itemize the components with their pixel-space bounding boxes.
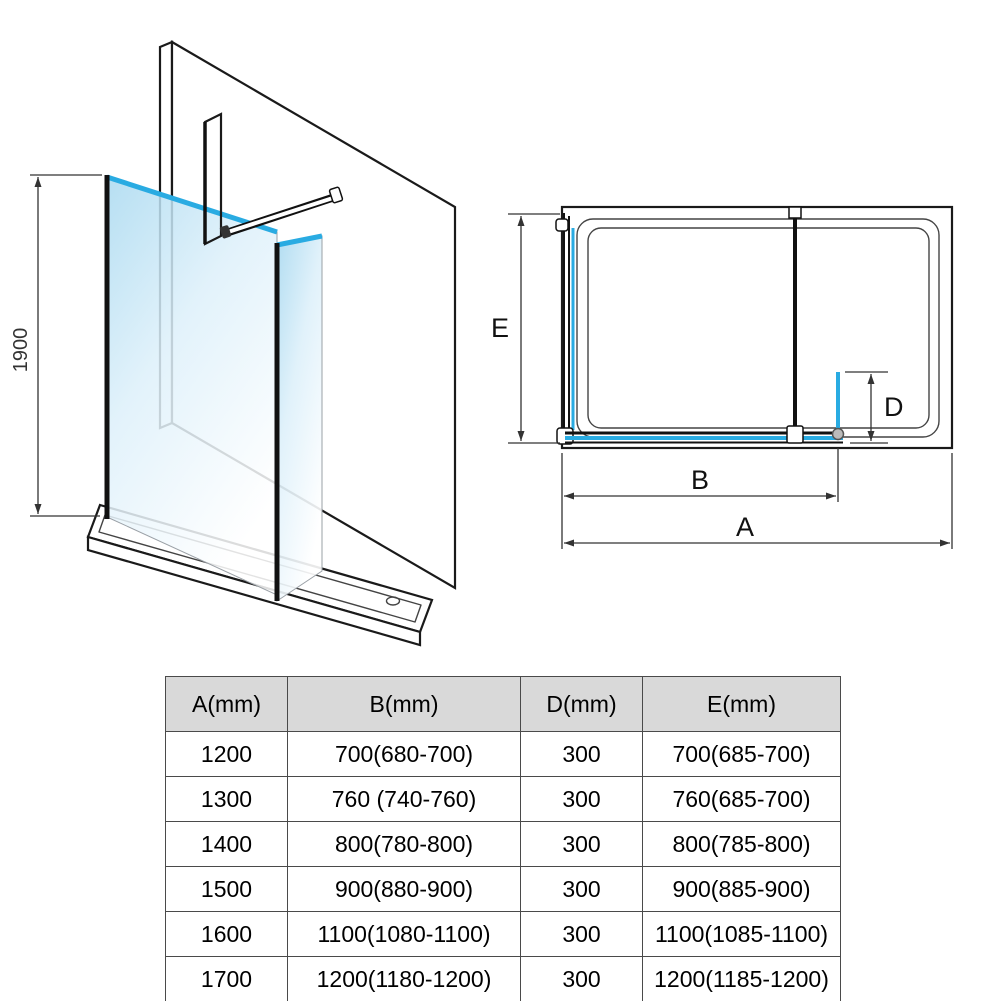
return-panel-top-edge bbox=[276, 233, 323, 248]
dim-d-label: D bbox=[884, 392, 904, 422]
isometric-view: 1900 bbox=[10, 40, 457, 647]
dim-b-label: B bbox=[691, 465, 709, 495]
plan-return-panel bbox=[831, 372, 845, 441]
table-cell: 1200 bbox=[165, 731, 288, 777]
table-cell: 1500 bbox=[165, 866, 288, 912]
table-cell: 300 bbox=[520, 776, 643, 822]
plan-tray-outline bbox=[560, 205, 954, 450]
tray-front-face bbox=[86, 535, 422, 647]
return-panel-surface bbox=[276, 235, 323, 602]
col-header-b: B(mm) bbox=[287, 676, 521, 732]
glass-clamp bbox=[219, 225, 232, 239]
table-row: 1200 700(680-700) 300 700(685-700) bbox=[165, 731, 841, 777]
table-cell: 700(680-700) bbox=[287, 731, 521, 777]
dim-e: E bbox=[491, 213, 560, 444]
wall-mount-profile bbox=[203, 112, 223, 246]
table-cell: 900(885-900) bbox=[642, 866, 841, 912]
table-cell: 300 bbox=[520, 731, 643, 777]
dim-a-label: A bbox=[736, 512, 754, 542]
table-cell: 800(785-800) bbox=[642, 821, 841, 867]
wall-bracket bbox=[328, 186, 344, 204]
table-cell: 1100(1080-1100) bbox=[287, 911, 521, 957]
table-cell: 1200(1185-1200) bbox=[642, 956, 841, 1001]
return-panel-pivot bbox=[831, 427, 845, 441]
plan-tray-lip-inner bbox=[587, 227, 930, 429]
dim-d: D bbox=[845, 371, 904, 444]
tray-drain bbox=[385, 596, 401, 606]
table-cell: 300 bbox=[520, 866, 643, 912]
table-row: 1700 1200(1180-1200) 300 1200(1185-1200) bbox=[165, 956, 841, 1001]
header-row: A(mm) B(mm) D(mm) E(mm) bbox=[165, 676, 841, 732]
technical-drawings: 1900 bbox=[10, 40, 954, 647]
table-row: 1300 760 (740-760) 300 760(685-700) bbox=[165, 776, 841, 822]
table-head: A(mm) B(mm) D(mm) E(mm) bbox=[165, 676, 841, 732]
dimension-table: A(mm) B(mm) D(mm) E(mm) 1200 700(680-700… bbox=[165, 676, 841, 1001]
plan-support-bar bbox=[786, 206, 804, 444]
table-cell: 1600 bbox=[165, 911, 288, 957]
plan-wall-profile bbox=[555, 213, 575, 445]
support-bar-wall-mount bbox=[788, 206, 802, 219]
col-header-e: E(mm) bbox=[642, 676, 841, 732]
table-cell: 1700 bbox=[165, 956, 288, 1001]
table-row: 1400 800(780-800) 300 800(785-800) bbox=[165, 821, 841, 867]
height-dim-label: 1900 bbox=[10, 328, 32, 373]
table-cell: 760 (740-760) bbox=[287, 776, 521, 822]
table-cell: 300 bbox=[520, 956, 643, 1001]
table-cell: 700(685-700) bbox=[642, 731, 841, 777]
plan-view: E D B A bbox=[491, 205, 954, 549]
col-header-d: D(mm) bbox=[520, 676, 643, 732]
col-header-a: A(mm) bbox=[165, 676, 288, 732]
table-cell: 1200(1180-1200) bbox=[287, 956, 521, 1001]
table-body: 1200 700(680-700) 300 700(685-700) 1300 … bbox=[165, 731, 841, 1001]
table-row: 1500 900(880-900) 300 900(885-900) bbox=[165, 866, 841, 912]
table-cell: 300 bbox=[520, 911, 643, 957]
return-panel bbox=[274, 233, 323, 602]
support-bar-body bbox=[226, 195, 338, 234]
table-cell: 1400 bbox=[165, 821, 288, 867]
dim-e-label: E bbox=[491, 313, 509, 343]
table-cell: 800(780-800) bbox=[287, 821, 521, 867]
table-cell: 1100(1085-1100) bbox=[642, 911, 841, 957]
size-table-container: A(mm) B(mm) D(mm) E(mm) 1200 700(680-700… bbox=[165, 676, 841, 1001]
dim-a: A bbox=[564, 453, 953, 549]
dim-b: B bbox=[561, 448, 839, 549]
support-bar-glass-clamp bbox=[786, 425, 804, 444]
table-cell: 900(880-900) bbox=[287, 866, 521, 912]
table-cell: 300 bbox=[520, 821, 643, 867]
profile-top-fitting bbox=[555, 218, 569, 232]
table-cell: 760(685-700) bbox=[642, 776, 841, 822]
table-row: 1600 1100(1080-1100) 300 1100(1085-1100) bbox=[165, 911, 841, 957]
height-dimension: 1900 bbox=[10, 174, 102, 517]
table-cell: 1300 bbox=[165, 776, 288, 822]
support-bar bbox=[219, 186, 344, 239]
